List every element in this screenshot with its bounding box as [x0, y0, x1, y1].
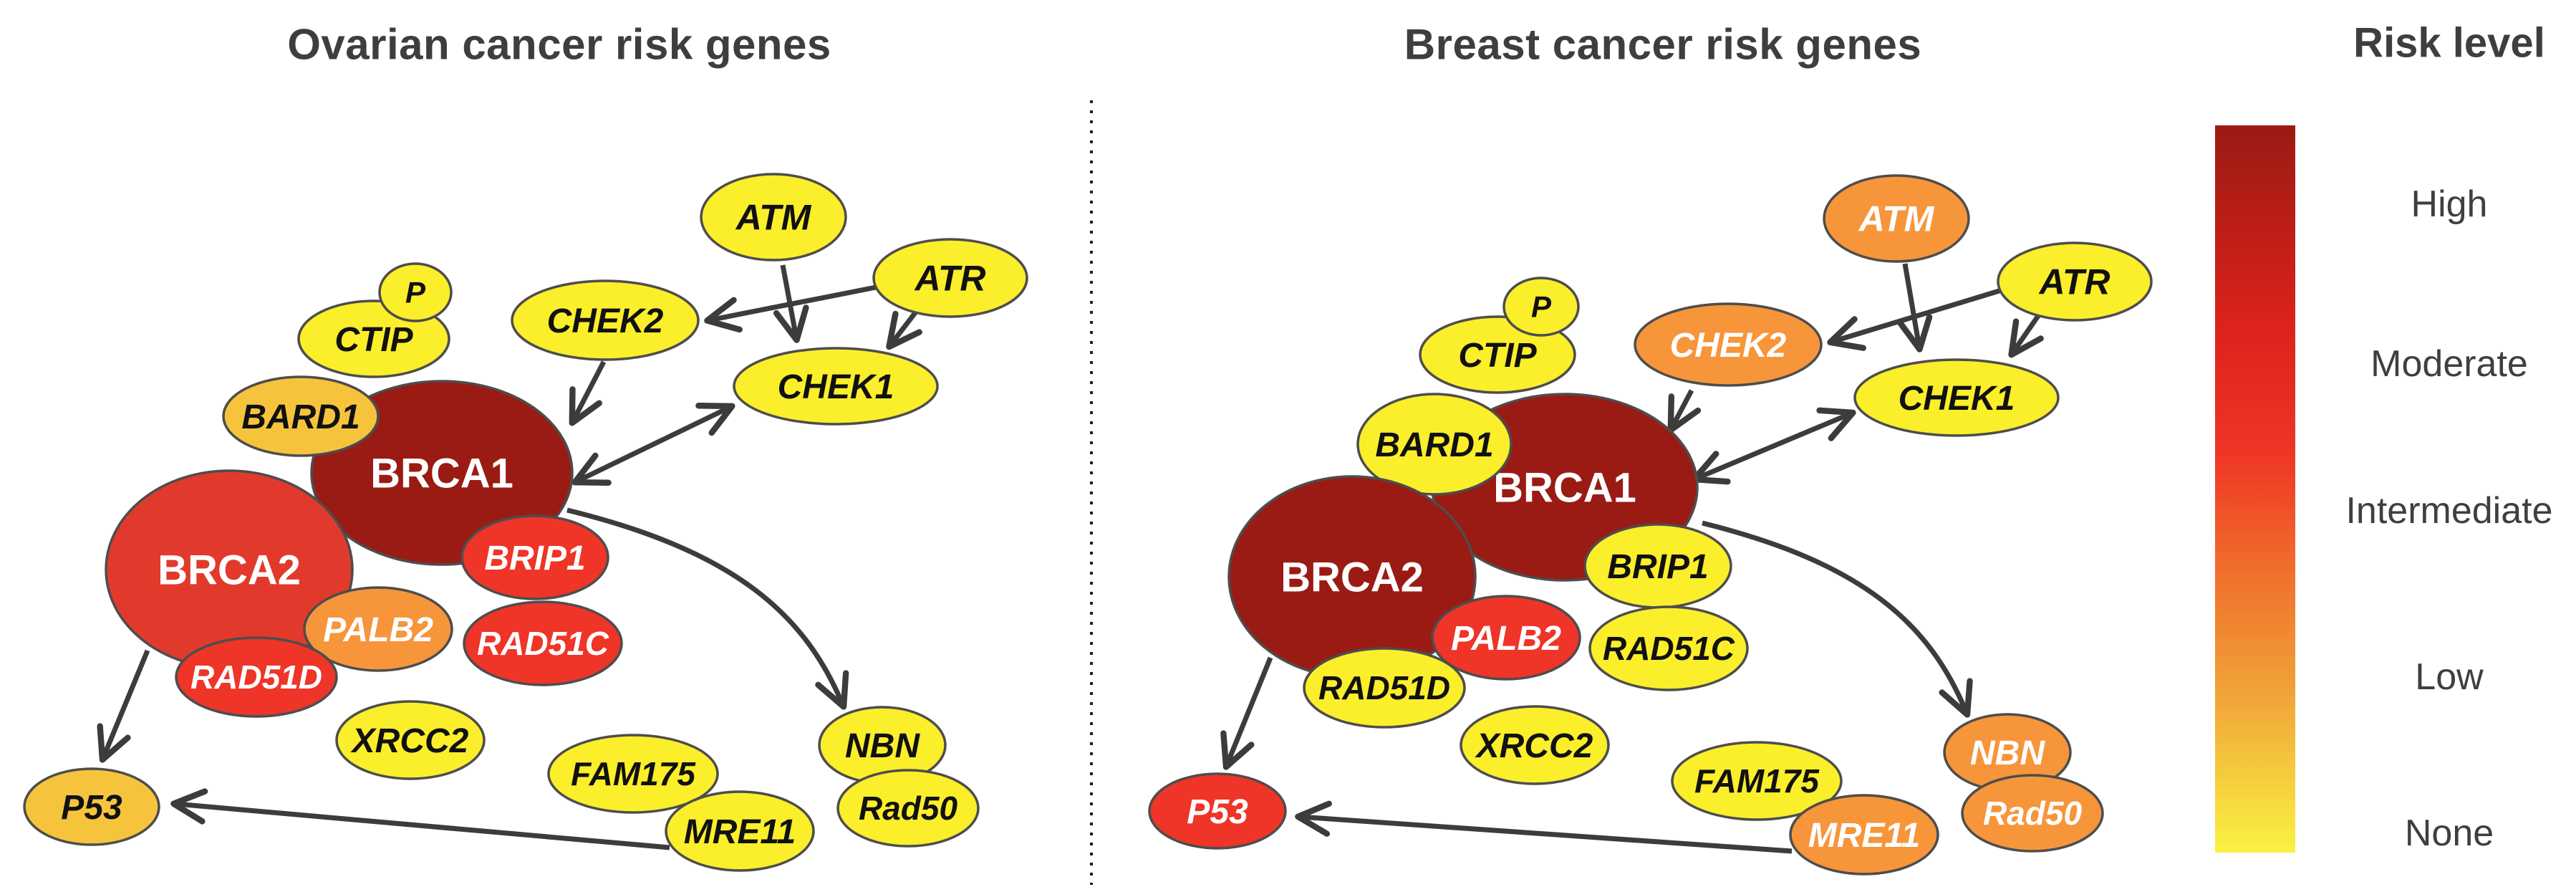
- legend-label-intermediate: Intermediate: [2345, 490, 2553, 532]
- node-ov-bard1: [222, 375, 380, 457]
- node-ov-rad51d: [175, 636, 338, 718]
- legend-title: Risk level: [2353, 19, 2545, 67]
- node-label-br-fam175: FAM175: [1694, 762, 1820, 800]
- node-label-br-rad51d: RAD51D: [1318, 669, 1450, 706]
- node-label-br-atm: ATM: [1858, 199, 1935, 239]
- legend-label-low: Low: [2415, 656, 2484, 698]
- node-ov-fam175: [547, 734, 719, 814]
- edge-br-brca2-p53: [1220, 656, 1273, 770]
- node-label-ov-mre11: MRE11: [684, 813, 796, 851]
- edge-ov-atm-chek1: [773, 264, 809, 343]
- edge-br-atr-chek2: [1827, 287, 2003, 351]
- node-ov-chek1: [733, 347, 939, 426]
- node-label-br-p: P: [1531, 290, 1552, 324]
- node-ov-mre11: [665, 790, 815, 872]
- node-br-rad51d: [1303, 647, 1466, 729]
- node-ov-atm: [700, 173, 847, 262]
- node-label-br-mre11: MRE11: [1808, 817, 1921, 855]
- node-br-p: [1502, 277, 1580, 337]
- legend-label-high: High: [2411, 183, 2488, 225]
- node-ov-p53: [23, 767, 160, 846]
- edge-ov-brca1-nbn: [566, 507, 849, 710]
- node-label-br-p53: P53: [1187, 793, 1248, 831]
- node-label-br-chek2: CHEK2: [1670, 327, 1787, 365]
- node-label-ov-p: P: [405, 276, 426, 310]
- node-label-ov-chek1: CHEK1: [778, 368, 894, 406]
- node-label-ov-rad51c: RAD51C: [477, 625, 609, 662]
- legend-label-moderate: Moderate: [2370, 343, 2528, 385]
- edge-ov-atr-chek2: [704, 284, 880, 333]
- node-label-ov-palb2: PALB2: [323, 611, 433, 649]
- node-ov-xrcc2: [335, 700, 486, 780]
- node-label-ov-chek2: CHEK2: [547, 302, 664, 340]
- node-br-fam175: [1671, 741, 1843, 821]
- node-br-p53: [1148, 772, 1287, 850]
- node-label-br-brca1: BRCA1: [1493, 464, 1636, 511]
- node-br-atm: [1823, 174, 1970, 263]
- node-label-ov-xrcc2: XRCC2: [350, 722, 469, 760]
- node-br-rad50: [1961, 774, 2104, 853]
- edge-ov-brca1-chek1: [571, 403, 735, 486]
- node-label-ov-atr: ATR: [913, 259, 985, 299]
- ovarian-panel-title: Ovarian cancer risk genes: [287, 20, 831, 69]
- node-label-br-bard1: BARD1: [1375, 426, 1493, 464]
- node-br-chek1: [1853, 358, 2060, 437]
- node-label-ov-rad50: Rad50: [859, 790, 957, 827]
- node-label-ov-rad51d: RAD51D: [190, 658, 322, 696]
- node-label-br-brca2: BRCA2: [1280, 554, 1424, 600]
- edge-ov-mre11-p53: [170, 788, 670, 850]
- node-label-br-rad51c: RAD51C: [1603, 630, 1735, 667]
- edge-br-brca1-chek1: [1691, 407, 1856, 485]
- node-br-xrcc2: [1460, 705, 1610, 785]
- breast-panel-title: Breast cancer risk genes: [1404, 20, 1922, 69]
- node-label-br-chek1: CHEK1: [1899, 380, 2015, 418]
- node-ov-brip1: [460, 514, 609, 600]
- edge-br-atm-chek1: [1896, 263, 1933, 353]
- edge-br-brca1-nbn: [1702, 520, 1973, 718]
- node-label-ov-fam175: FAM175: [571, 755, 696, 792]
- edge-br-atr-chek1: [2008, 310, 2044, 358]
- node-label-ov-brip1: BRIP1: [484, 539, 585, 577]
- node-label-ov-nbn: NBN: [845, 727, 920, 765]
- node-br-rad51c: [1588, 605, 1749, 691]
- node-label-br-xrcc2: XRCC2: [1475, 727, 1593, 765]
- node-ov-palb2: [303, 586, 453, 672]
- node-label-br-ctip: CTIP: [1458, 337, 1537, 375]
- node-label-ov-atm: ATM: [735, 198, 812, 238]
- node-br-mre11: [1789, 794, 1939, 876]
- node-label-ov-ctip: CTIP: [334, 321, 413, 359]
- edge-br-chek2-brca1: [1667, 389, 1702, 433]
- node-label-br-rad50: Rad50: [1983, 795, 2082, 832]
- node-ov-rad50: [836, 769, 980, 848]
- edge-br-mre11-p53: [1295, 800, 1793, 854]
- legend-gradient-bar: [2215, 125, 2295, 853]
- node-ov-rad51c: [463, 600, 623, 686]
- node-ov-chek2: [511, 279, 700, 361]
- node-label-br-brip1: BRIP1: [1607, 548, 1708, 586]
- node-label-br-atr: ATR: [2037, 262, 2110, 302]
- node-br-bard1: [1356, 393, 1513, 496]
- legend-label-none: None: [2404, 812, 2494, 854]
- node-ov-atr: [872, 238, 1028, 318]
- edge-ov-brca2-p53: [97, 649, 150, 763]
- node-br-atr: [1997, 241, 2153, 322]
- edge-ov-chek2-brca1: [569, 360, 607, 426]
- node-label-br-palb2: PALB2: [1451, 620, 1561, 658]
- node-label-br-nbn: NBN: [1970, 734, 2045, 772]
- node-label-ov-p53: P53: [61, 789, 122, 827]
- node-label-ov-brca2: BRCA2: [158, 547, 301, 593]
- node-label-ov-brca1: BRCA1: [370, 450, 513, 497]
- node-ov-p: [378, 262, 453, 322]
- edge-ov-atr-chek1: [886, 306, 922, 350]
- node-br-palb2: [1431, 595, 1581, 681]
- node-label-ov-bard1: BARD1: [241, 398, 360, 436]
- node-br-chek2: [1634, 302, 1823, 387]
